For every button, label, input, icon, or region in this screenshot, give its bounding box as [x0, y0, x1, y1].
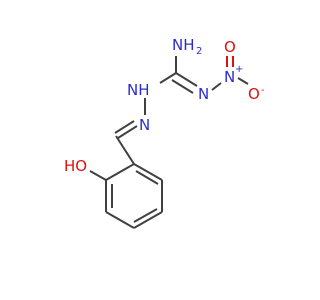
atom-nh2: NH — [172, 36, 195, 54]
bond-imine-nitro — [211, 82, 222, 91]
bond-ring-oh — [89, 170, 107, 181]
atom-nitro-o-top: O — [224, 38, 236, 56]
bond-n-ch-1 — [117, 125, 138, 139]
bond-c-nh — [159, 72, 177, 84]
atom-phenol-oh: HO — [64, 157, 87, 175]
atom-nitro-n-charge: + — [235, 64, 243, 75]
ring-bond-6 — [105, 163, 135, 181]
atom-nitro-o-charge: - — [261, 85, 265, 96]
ring-bond-4 — [105, 211, 135, 229]
atom-hydrazone-n: N — [139, 116, 150, 134]
bond-c-imine-1 — [175, 72, 198, 87]
molecule-structure-diagram: NH 2 NH N N N + O O - HO — [64, 36, 265, 229]
atom-hydrazone-nh: NH — [127, 81, 150, 99]
ring-bond-1b — [135, 170, 159, 185]
bond-c-imine-2 — [171, 79, 194, 94]
bond-lines — [89, 56, 249, 229]
atom-nh2-subscript: 2 — [196, 46, 202, 57]
atom-labels: NH 2 NH N N N + O O - HO — [64, 36, 265, 175]
atom-imine-n: N — [198, 85, 209, 103]
bond-nitro-o-right — [237, 77, 249, 85]
ring-bond-3 — [133, 211, 163, 229]
atom-nitro-n: N — [224, 68, 235, 86]
atom-nitro-o-right: O — [248, 85, 260, 103]
ring-bond-3b — [133, 208, 158, 223]
bond-ch-ring — [115, 135, 135, 165]
bond-n-ch-2 — [114, 120, 135, 134]
ring-bond-1 — [133, 163, 163, 181]
